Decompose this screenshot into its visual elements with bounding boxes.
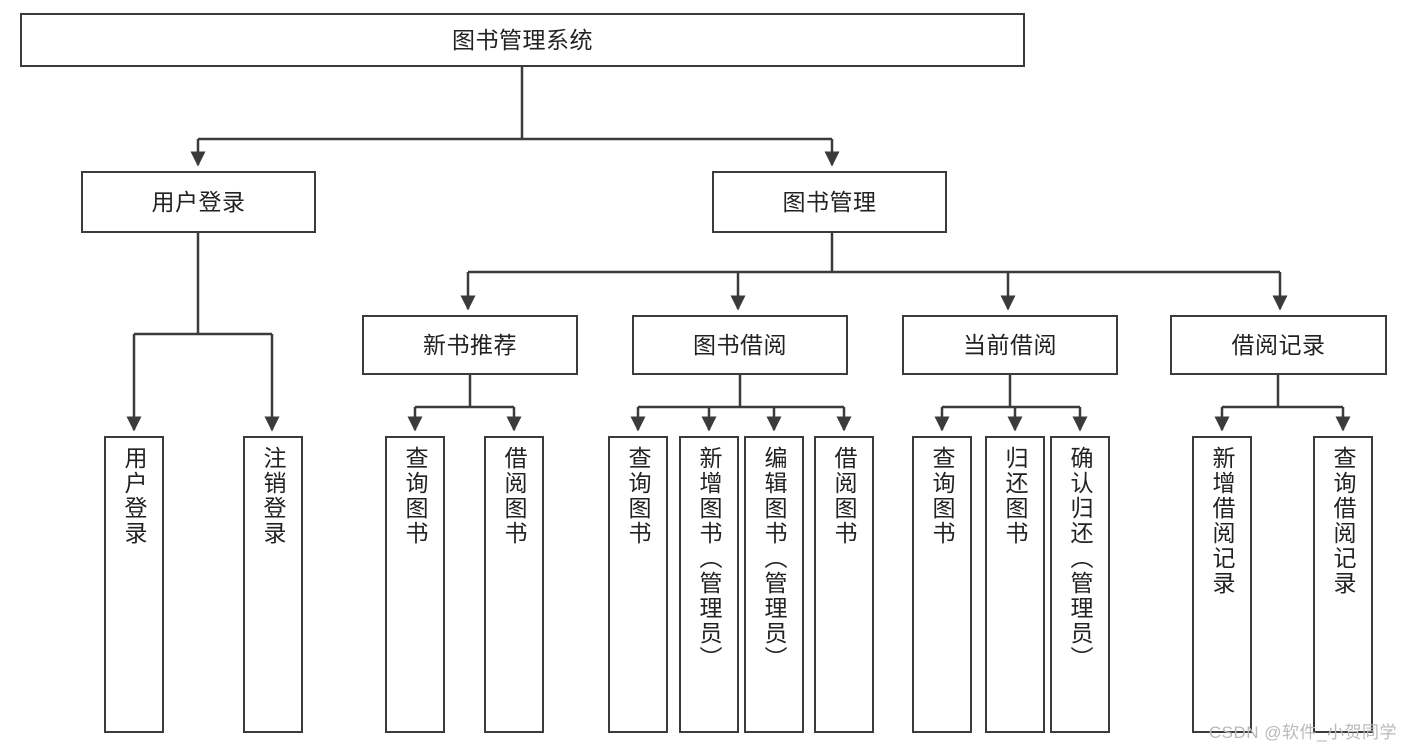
node-new-book-recommend[interactable]: 新书推荐 [362, 315, 578, 375]
leaf-add-book-admin-label: 新增图书（管理员） [696, 446, 723, 671]
leaf-query-borrow-record[interactable]: 查询借阅记录 [1313, 436, 1373, 733]
leaf-query-book-current[interactable]: 查询图书 [912, 436, 972, 733]
leaf-query-book-borrow-label: 查询图书 [625, 446, 652, 546]
leaf-add-borrow-record[interactable]: 新增借阅记录 [1192, 436, 1252, 733]
node-borrow-record-label: 借阅记录 [1231, 331, 1326, 358]
leaf-query-book-borrow[interactable]: 查询图书 [608, 436, 668, 733]
leaf-borrow-book[interactable]: 借阅图书 [814, 436, 874, 733]
leaf-user-login[interactable]: 用户登录 [104, 436, 164, 733]
leaf-return-book-label: 归还图书 [1002, 446, 1029, 546]
node-user-login[interactable]: 用户登录 [81, 171, 316, 233]
node-book-management[interactable]: 图书管理 [712, 171, 947, 233]
node-root-system-label: 图书管理系统 [452, 26, 593, 53]
node-root-system[interactable]: 图书管理系统 [20, 13, 1025, 67]
leaf-return-book[interactable]: 归还图书 [985, 436, 1045, 733]
leaf-borrow-book-newbook-label: 借阅图书 [501, 446, 528, 546]
watermark: CSDN @软件_小贺同学 [1208, 723, 1397, 742]
node-current-borrow-label: 当前借阅 [963, 331, 1057, 358]
leaf-borrow-book-label: 借阅图书 [831, 446, 858, 546]
leaf-confirm-return-admin[interactable]: 确认归还（管理员） [1050, 436, 1110, 733]
node-new-book-recommend-label: 新书推荐 [423, 331, 517, 358]
node-user-login-label: 用户登录 [151, 188, 246, 215]
node-book-borrow[interactable]: 图书借阅 [632, 315, 848, 375]
leaf-confirm-return-admin-label: 确认归还（管理员） [1067, 446, 1094, 671]
leaf-query-book-current-label: 查询图书 [929, 446, 956, 546]
node-current-borrow[interactable]: 当前借阅 [902, 315, 1118, 375]
leaf-logout-label: 注销登录 [260, 446, 287, 546]
node-borrow-record[interactable]: 借阅记录 [1170, 315, 1387, 375]
leaf-edit-book-admin-label: 编辑图书（管理员） [761, 446, 788, 671]
node-book-borrow-label: 图书借阅 [693, 331, 787, 358]
node-book-management-label: 图书管理 [782, 188, 877, 215]
leaf-query-book-newbook-label: 查询图书 [402, 446, 429, 546]
leaf-query-book-newbook[interactable]: 查询图书 [385, 436, 445, 733]
leaf-edit-book-admin[interactable]: 编辑图书（管理员） [744, 436, 804, 733]
leaf-query-borrow-record-label: 查询借阅记录 [1330, 446, 1357, 596]
leaf-user-login-label: 用户登录 [121, 446, 148, 546]
leaf-logout[interactable]: 注销登录 [243, 436, 303, 733]
leaf-add-book-admin[interactable]: 新增图书（管理员） [679, 436, 739, 733]
leaf-borrow-book-newbook[interactable]: 借阅图书 [484, 436, 544, 733]
leaf-add-borrow-record-label: 新增借阅记录 [1209, 446, 1236, 596]
